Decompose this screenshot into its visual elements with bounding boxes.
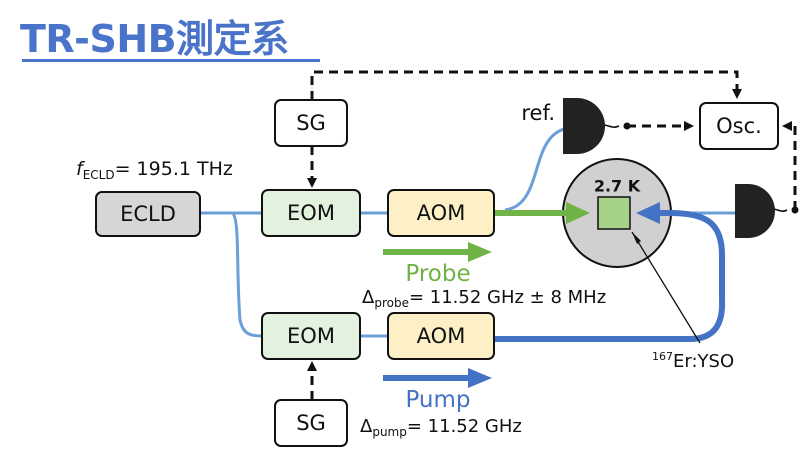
- title-underline: [22, 59, 320, 62]
- signal-lines: [307, 70, 797, 400]
- probe-arrow: [383, 242, 492, 262]
- sample-label: 167Er:YSO: [652, 350, 734, 372]
- aom-bottom-box: AOM: [387, 312, 495, 360]
- svg-text:ECLD: ECLD: [120, 202, 176, 226]
- photodetector-ref-icon: [563, 98, 605, 154]
- sg-top-to-osc: [310, 70, 742, 100]
- photodetector-signal-icon: [735, 184, 775, 238]
- pump-beam: [492, 202, 726, 342]
- svg-text:AOM: AOM: [417, 201, 466, 225]
- ecld-box: ECLD: [95, 191, 201, 237]
- osc-box: Osc.: [699, 102, 779, 150]
- sample-pointer: [631, 231, 701, 344]
- probe-beam: [494, 202, 590, 224]
- svg-text:AOM: AOM: [417, 324, 466, 348]
- ecld-frequency-label: fECLD= 195.1 THz: [76, 158, 233, 182]
- crystal: [597, 196, 631, 230]
- pump-label: Pump: [405, 387, 470, 413]
- sg-top-box: SG: [274, 99, 348, 147]
- fiber-to-ref: [504, 126, 569, 212]
- temperature-label: 2.7 K: [594, 177, 641, 196]
- ref-label: ref.: [521, 101, 555, 125]
- page-title: TR-SHB測定系: [20, 17, 289, 61]
- svg-text:SG: SG: [296, 111, 326, 135]
- svg-text:SG: SG: [296, 411, 326, 435]
- pump-detuning-label: Δpump= 11.52 GHz: [360, 416, 522, 439]
- eom-bottom-box: EOM: [261, 312, 361, 360]
- detector-to-osc: [782, 121, 797, 210]
- svg-text:EOM: EOM: [287, 324, 335, 348]
- svg-text:Osc.: Osc.: [716, 114, 762, 138]
- fiber-split-bottom: [230, 211, 263, 338]
- svg-text:EOM: EOM: [287, 201, 335, 225]
- probe-label: Probe: [405, 261, 470, 287]
- probe-detuning-label: Δprobe= 11.52 GHz ± 8 MHz: [362, 287, 606, 310]
- aom-top-box: AOM: [387, 189, 495, 237]
- sg-bottom-box: SG: [274, 399, 348, 447]
- eom-top-box: EOM: [261, 189, 361, 237]
- pump-arrow: [383, 368, 492, 388]
